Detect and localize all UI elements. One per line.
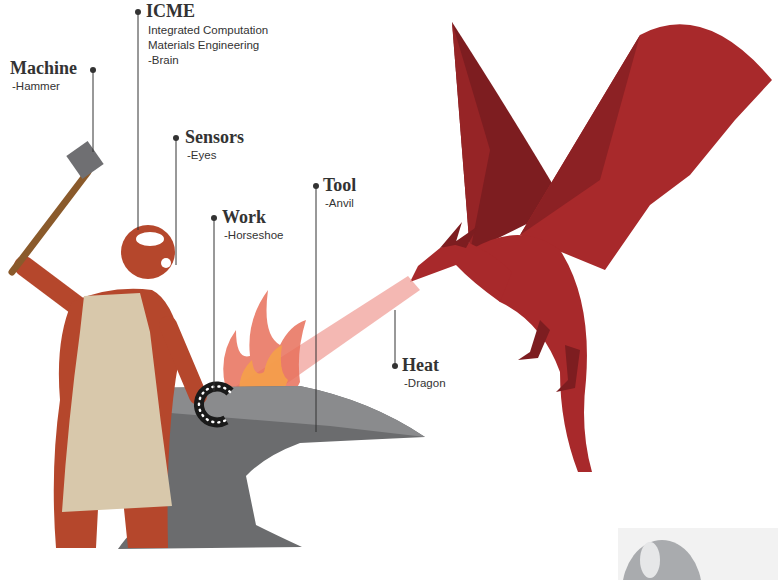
arm (24, 266, 80, 308)
callout-note: -Brain (148, 53, 179, 68)
dragon-wing (452, 22, 490, 252)
apron (62, 293, 172, 512)
eye (168, 271, 178, 281)
leader-line (176, 138, 177, 265)
callout-note: Integrated Computation Materials Enginee… (148, 23, 298, 53)
arm (168, 325, 198, 396)
hammer-head (66, 141, 103, 179)
callout-note: -Anvil (325, 196, 354, 211)
leader-dot (135, 9, 141, 15)
head-shine (136, 232, 164, 246)
leader-line (138, 12, 139, 230)
anvil-face (140, 386, 425, 437)
callout-note: -Hammer (12, 79, 60, 94)
callout-title: ICME (146, 1, 195, 21)
dragon-wing (520, 35, 640, 235)
callout-title: Work (222, 207, 266, 227)
leader-dots (90, 9, 398, 369)
leader-line (93, 70, 94, 152)
callout-note: -Horseshoe (224, 228, 283, 243)
leader-line (316, 186, 317, 432)
callout-title: Tool (323, 175, 356, 195)
hammer-handle (12, 172, 88, 272)
helmet-shine (640, 542, 660, 578)
dragon-head (410, 240, 512, 302)
callout-title: Sensors (185, 127, 244, 147)
leader-lines (93, 12, 395, 432)
head (121, 225, 175, 279)
leader-line (395, 310, 396, 366)
leader-line (214, 218, 215, 392)
callout-note: -Dragon (404, 376, 446, 391)
leader-dot (392, 363, 398, 369)
leader-dot (90, 67, 96, 73)
leader-dot (313, 183, 319, 189)
callout-title: Machine (10, 58, 77, 78)
leader-dot (211, 215, 217, 221)
callout-note: -Eyes (187, 148, 216, 163)
callout-title: Heat (402, 355, 439, 375)
helmet (622, 540, 702, 580)
dragon-wing (520, 24, 772, 270)
dragon-leg (518, 320, 580, 392)
eye (161, 258, 171, 268)
dragon-horn (440, 222, 478, 248)
leader-dot (173, 135, 179, 141)
